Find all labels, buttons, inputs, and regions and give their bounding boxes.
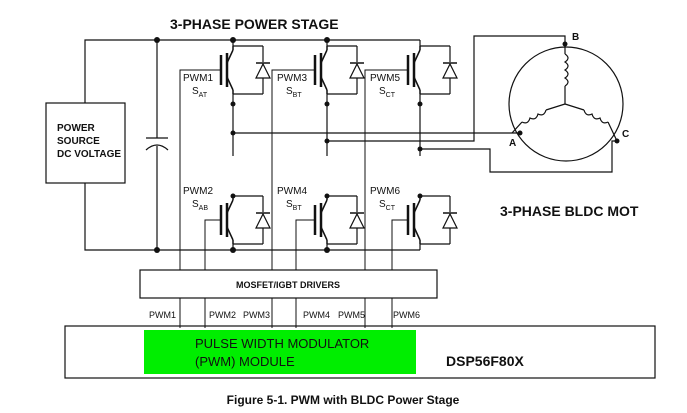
figure-caption: Figure 5-1. PWM with BLDC Power Stage <box>227 393 460 407</box>
motor-label: 3-PHASE BLDC MOT <box>500 203 639 219</box>
pwm-signal-5: PWM5 <box>338 310 365 320</box>
switch-sbt-icon <box>313 44 366 96</box>
switch-label-pwm3: PWM3 <box>277 73 307 84</box>
motor-terminal-dots <box>517 41 620 144</box>
pwm-signal-6: PWM6 <box>393 310 420 320</box>
switch-name-sct: SCT <box>379 86 396 99</box>
dsp-box <box>64 325 656 379</box>
pwm-signal-4: PWM4 <box>303 310 330 320</box>
dc-link-capacitor <box>145 40 169 250</box>
power-source-line-2: SOURCE <box>57 136 100 147</box>
diagram-title: 3-PHASE POWER STAGE <box>170 16 339 32</box>
switch-label-pwm1: PWM1 <box>183 73 213 84</box>
drivers-box <box>139 269 438 299</box>
pwm-signal-2: PWM2 <box>209 310 236 320</box>
switch-sct-icon <box>406 44 459 96</box>
pwm-signal-1: PWM1 <box>149 310 176 320</box>
pwm-module-line-1: PULSE WIDTH MODULATOR <box>195 336 369 351</box>
switch-scb-icon <box>406 194 459 246</box>
pwm-module-line-2: (PWM) MODULE <box>195 354 295 369</box>
switch-label-pwm2: PWM2 <box>183 186 213 197</box>
switch-label-pwm4: PWM4 <box>277 186 307 197</box>
dsp-label: DSP56F80X <box>446 353 524 369</box>
switch-label-pwm5: PWM5 <box>370 73 400 84</box>
switch-sat-icon <box>219 44 272 96</box>
switch-name-sab: SAB <box>192 199 208 212</box>
switch-name-sbb: SBT <box>286 199 302 212</box>
power-source-line-1: POWER <box>57 123 96 134</box>
switch-labels: PWM1 SAT PWM3 SBT PWM5 SCT PWM2 SAB PWM4… <box>183 73 400 212</box>
bldc-motor-icon <box>508 44 624 162</box>
switch-sbb-icon <box>313 194 366 246</box>
pwm-module-highlight <box>144 330 416 374</box>
switch-name-scb: SCT <box>379 199 396 212</box>
switch-name-sat: SAT <box>192 86 208 99</box>
gate-drive-lines <box>179 69 408 328</box>
motor-terminal-b: B <box>572 32 579 43</box>
drivers-label: MOSFET/IGBT DRIVERS <box>236 280 340 290</box>
pwm-signal-labels: PWM1 PWM2 PWM3 PWM4 PWM5 PWM6 <box>149 310 420 320</box>
switch-name-sbt: SBT <box>286 86 302 99</box>
motor-terminal-a: A <box>509 138 516 149</box>
dc-bus <box>84 39 421 251</box>
phase-wires <box>233 35 617 173</box>
power-source-line-3: DC VOLTAGE <box>57 149 121 160</box>
switch-sab-icon <box>219 194 272 246</box>
pwm-signal-3: PWM3 <box>243 310 270 320</box>
motor-terminal-c: C <box>622 129 629 140</box>
switch-label-pwm6: PWM6 <box>370 186 400 197</box>
